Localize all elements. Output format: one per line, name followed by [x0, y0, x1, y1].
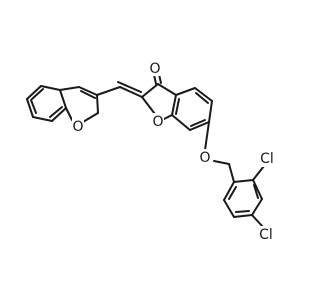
bond — [171, 114, 191, 131]
double-bond-inner — [175, 98, 180, 115]
double-bond-inner — [235, 210, 250, 213]
bond — [32, 116, 53, 122]
bond — [26, 85, 42, 100]
bond — [82, 112, 99, 123]
atom-carbonyl-oxygen: O — [149, 60, 161, 77]
methylidene-linker — [96, 81, 143, 98]
double-bond-inner — [228, 186, 237, 200]
bond — [51, 107, 67, 122]
structure-canvas: O O O O Cl Cl — [26, 60, 277, 243]
bond — [228, 163, 235, 183]
bond — [65, 107, 73, 121]
bond — [141, 83, 159, 98]
double-bond — [119, 86, 143, 98]
atom-furan-oxygen: O — [152, 113, 164, 130]
double-bond — [117, 81, 142, 93]
atom-label: O — [152, 114, 163, 130]
double-bond-inner — [49, 106, 63, 118]
atom-label: O — [149, 61, 160, 77]
chromene-benzene-ring — [26, 85, 67, 122]
atom-label: Cl — [260, 151, 274, 167]
bond — [171, 94, 177, 116]
bond — [157, 83, 177, 96]
bond — [223, 199, 235, 218]
bond — [233, 214, 253, 218]
atom-label: O — [199, 150, 210, 166]
bond — [233, 179, 254, 183]
atom-chlorine-para: Cl — [256, 226, 276, 243]
bond — [251, 214, 264, 228]
bond — [252, 179, 263, 200]
benzyl-ether-linker — [204, 121, 235, 183]
bond — [194, 87, 213, 102]
double-bond-inner — [253, 184, 259, 199]
bond — [189, 121, 210, 131]
molecule-structure: O O O O Cl Cl — [26, 60, 277, 243]
bond — [59, 86, 80, 91]
bond — [208, 100, 213, 123]
bond — [59, 89, 67, 109]
bond — [96, 94, 99, 114]
bond — [40, 85, 61, 91]
double-bond-inner — [31, 88, 44, 100]
double-bond-inner — [195, 92, 209, 104]
bond — [213, 160, 230, 165]
atom-ether-oxygen: O — [199, 149, 212, 166]
bond — [223, 181, 235, 201]
bond — [175, 87, 196, 96]
dichlorophenyl-ring — [223, 165, 265, 228]
double-bond-inner — [30, 99, 37, 114]
bond — [204, 121, 210, 151]
atom-label: Cl — [259, 227, 273, 243]
double-bond-inner — [80, 90, 96, 99]
bond — [96, 86, 121, 96]
atom-chlorine-ortho: Cl — [257, 150, 277, 167]
bond — [251, 198, 263, 216]
bond — [78, 86, 98, 96]
bond — [252, 165, 265, 181]
double-bond-inner — [190, 119, 206, 127]
chromene-pyran-ring — [59, 86, 99, 123]
atom-chromene-oxygen: O — [72, 118, 84, 135]
benzofuranone-benzene-ring — [171, 87, 213, 131]
atom-label: O — [72, 119, 83, 135]
benzofuranone-furan-ring — [141, 69, 177, 121]
bond — [26, 98, 34, 118]
